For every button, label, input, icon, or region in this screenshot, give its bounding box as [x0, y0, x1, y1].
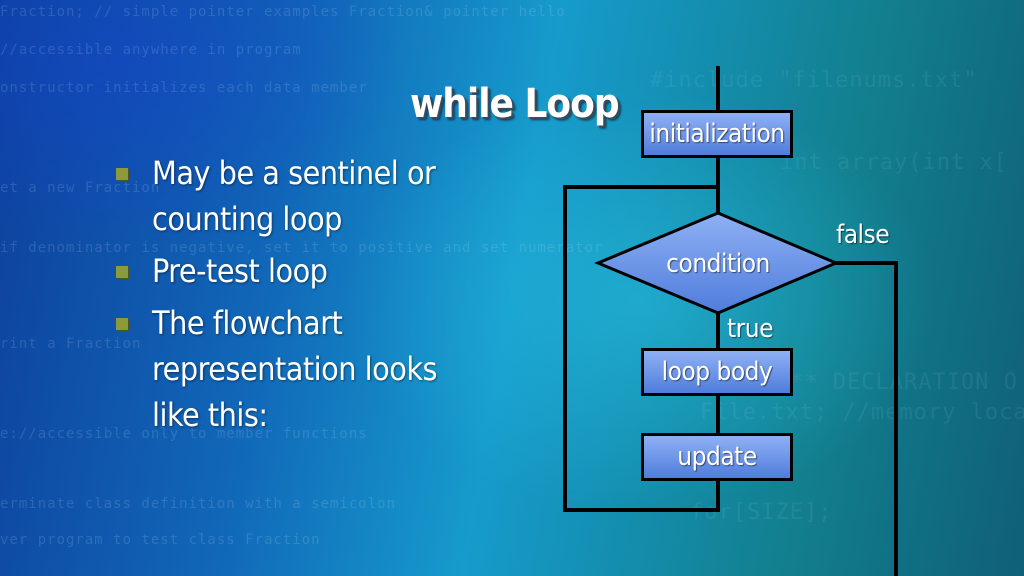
false-connector	[836, 261, 898, 576]
bullet-list: May be a sentinel or counting loop Pre-t…	[112, 150, 472, 444]
loop-back-connector	[563, 185, 720, 512]
true-edge-label: true	[727, 314, 774, 344]
bullet-item: May be a sentinel or counting loop	[112, 150, 472, 242]
bullet-item: Pre-test loop	[112, 248, 472, 294]
loop-body-node: loop body	[641, 348, 793, 396]
square-bullet-icon	[116, 266, 128, 278]
slide-title: while Loop	[410, 81, 620, 127]
bullet-text: Pre-test loop	[152, 252, 328, 290]
condition-node-label: condition	[666, 249, 770, 279]
square-bullet-icon	[116, 318, 128, 330]
bullet-text: The flowchart representation looks like …	[152, 304, 438, 434]
initialization-node: initialization	[641, 110, 793, 158]
update-node: update	[641, 433, 793, 481]
bullet-item: The flowchart representation looks like …	[112, 300, 472, 438]
condition-diamond	[594, 211, 840, 315]
false-edge-label: false	[836, 220, 890, 250]
square-bullet-icon	[116, 168, 128, 180]
bullet-text: May be a sentinel or counting loop	[152, 154, 436, 238]
